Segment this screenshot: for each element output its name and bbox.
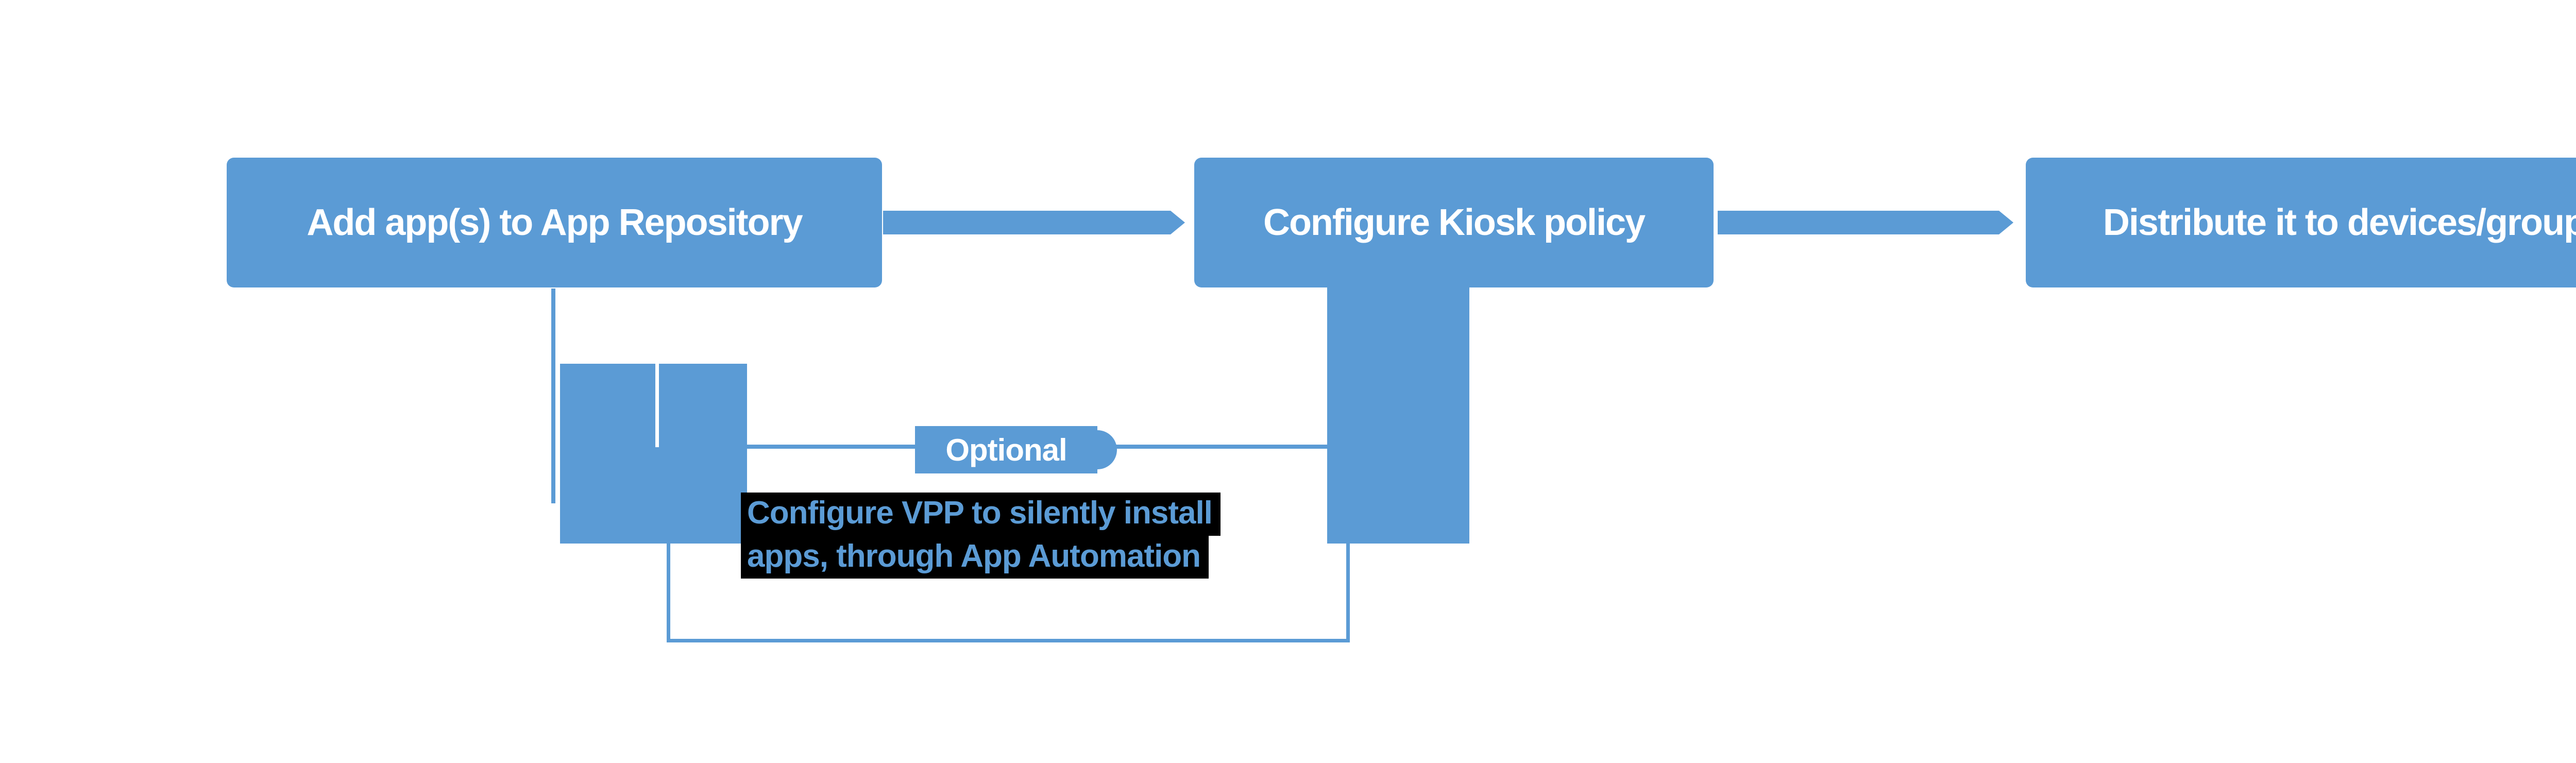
loop-outline-rect [667, 542, 1350, 642]
step-label: Add app(s) to App Repository [307, 202, 803, 243]
flow-arrowhead-1 [1171, 211, 1185, 234]
vpp-note: Configure VPP to silently install apps, … [741, 493, 1221, 579]
flow-connector-1 [883, 211, 1171, 234]
step-label: Distribute it to devices/groups [2103, 202, 2576, 243]
branch-block [560, 364, 747, 544]
optional-badge: Optional [915, 426, 1097, 473]
kiosk-policy-drop-bar [1327, 286, 1469, 544]
optional-badge-label: Optional [945, 432, 1067, 467]
branch-down-line [551, 289, 555, 503]
flow-arrowhead-2 [1999, 211, 2013, 234]
step-box-add-apps: Add app(s) to App Repository [227, 158, 882, 287]
step-box-configure-kiosk-policy: Configure Kiosk policy [1194, 158, 1714, 287]
branch-block-seam [655, 364, 659, 447]
step-box-distribute: Distribute it to devices/groups [2026, 158, 2576, 287]
flow-connector-2 [1718, 211, 1999, 234]
vpp-note-line: apps, through App Automation [741, 535, 1221, 579]
vpp-note-line: Configure VPP to silently install [741, 493, 1221, 536]
step-label: Configure Kiosk policy [1263, 202, 1646, 243]
